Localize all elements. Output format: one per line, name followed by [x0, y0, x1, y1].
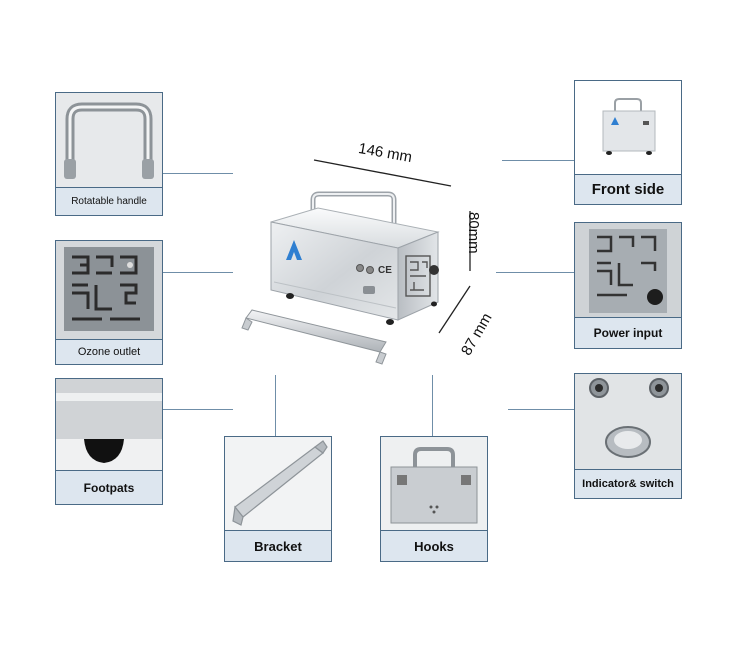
caption-handle: Rotatable handle: [56, 187, 162, 215]
hooks-icon: [381, 437, 487, 530]
power-input-photo: [575, 223, 681, 317]
caption-ozone-outlet: Ozone outlet: [56, 339, 162, 364]
foot-pad-icon: [56, 379, 162, 470]
indicator-switch-icon: [575, 374, 681, 469]
svg-text:CE: CE: [378, 265, 392, 276]
connector-handle: [163, 173, 233, 174]
handle-photo: [56, 93, 162, 187]
hooks-photo: [381, 437, 487, 530]
caption-hooks: Hooks: [381, 530, 487, 561]
connector-bracket: [275, 375, 276, 437]
grill-icon: [56, 241, 162, 339]
callout-card-indicator-switch: Indicator& switch: [574, 373, 682, 499]
caption-bracket: Bracket: [225, 530, 331, 561]
callout-card-handle: Rotatable handle: [55, 92, 163, 216]
connector-ozone-outlet: [163, 272, 233, 273]
front-side-photo: [575, 81, 681, 174]
callout-card-power-input: Power input: [574, 222, 682, 349]
callout-card-front-side: Front side: [574, 80, 682, 205]
connector-power-input: [496, 272, 574, 273]
caption-power-input: Power input: [575, 317, 681, 348]
ozone-generator-product: CE: [241, 191, 440, 365]
bracket-photo: [225, 437, 331, 530]
connector-indicator-switch: [508, 409, 574, 410]
ozone-outlet-photo: [56, 241, 162, 339]
callout-card-hooks: Hooks: [380, 436, 488, 562]
power-socket-icon: [575, 223, 681, 317]
connector-footpats: [163, 409, 233, 410]
callout-card-footpats: Footpats: [55, 378, 163, 505]
indicator-switch-photo: [575, 374, 681, 469]
footpats-photo: [56, 379, 162, 470]
connector-front-side: [502, 160, 574, 161]
caption-indicator-switch: Indicator& switch: [575, 469, 681, 498]
device-front-icon: [575, 81, 681, 174]
caption-footpats: Footpats: [56, 470, 162, 504]
connector-hooks: [432, 375, 433, 437]
callout-card-bracket: Bracket: [224, 436, 332, 562]
caption-front-side: Front side: [575, 174, 681, 204]
bracket-icon: [225, 437, 331, 530]
callout-card-ozone-outlet: Ozone outlet: [55, 240, 163, 365]
handle-icon: [56, 93, 162, 187]
